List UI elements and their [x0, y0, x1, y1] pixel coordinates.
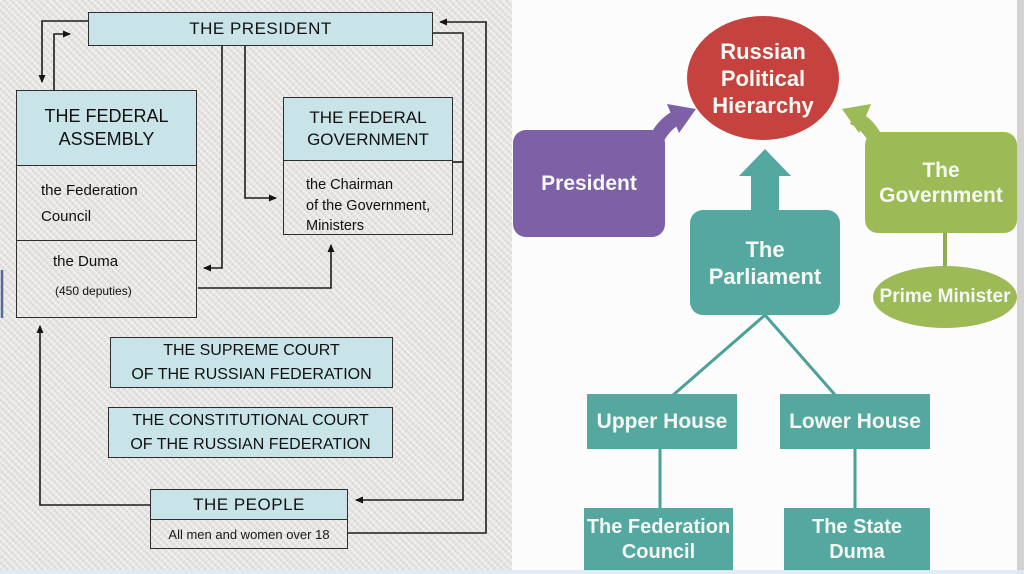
line-parliament-to-upper — [671, 313, 766, 398]
arrow-government-head-icon — [842, 104, 871, 133]
hierarchy-connectors — [643, 104, 947, 510]
arrow-president-head-icon — [667, 104, 696, 133]
node-upper-house: Upper House — [587, 394, 737, 449]
node-the-people: THE PEOPLE All men and women over 18 — [150, 489, 348, 549]
node-the-people-note: All men and women over 18 — [168, 527, 330, 542]
node-the-people-label: THE PEOPLE — [151, 490, 347, 520]
node-federal-assembly-title: THE FEDERAL ASSEMBLY — [17, 91, 196, 166]
node-federal-assembly: THE FEDERAL ASSEMBLY the Federation Coun… — [16, 90, 197, 318]
node-federal-government-title: THE FEDERAL GOVERNMENT — [284, 98, 452, 161]
node-title-circle: Russian Political Hierarchy — [687, 16, 839, 140]
arrow-people-to-president — [348, 18, 487, 534]
arrow-president-to-duma — [203, 46, 223, 272]
right-edge-strip — [1017, 0, 1024, 574]
node-duma: the Duma (450 deputies) — [17, 241, 196, 298]
arrow-duma-to-ministers — [198, 244, 335, 289]
node-parliament: The Parliament — [690, 210, 840, 315]
node-state-duma: The State Duma — [784, 508, 930, 571]
node-the-president-label: THE PRESIDENT — [189, 19, 332, 38]
node-supreme-court: THE SUPREME COURT OF THE RUSSIAN FEDERAT… — [110, 337, 393, 388]
node-government: The Government — [865, 132, 1017, 233]
node-chairman-ministers: the Chairman of the Government, Minister… — [306, 177, 431, 234]
arrow-parliament-up-icon — [739, 149, 791, 213]
bottom-edge-strip — [0, 570, 1024, 574]
node-federation-council: The Federation Council — [584, 508, 733, 571]
node-constitutional-court: THE CONSTITUTIONAL COURT OF THE RUSSIAN … — [108, 407, 393, 458]
node-duma-note: (450 deputies) — [55, 284, 132, 298]
arrow-people-to-assembly — [36, 325, 150, 506]
node-the-president: THE PRESIDENT — [88, 12, 433, 46]
node-prime-minister: Prime Minister — [873, 266, 1017, 328]
left-flowchart-panel: THE PRESIDENT THE FEDERAL ASSEMBLY the F… — [0, 0, 512, 574]
line-parliament-to-lower — [763, 314, 838, 397]
right-hierarchy-panel: Russian Political Hierarchy President Th… — [512, 0, 1024, 574]
arrow-president-to-chairman — [244, 46, 277, 202]
node-duma-label: the Duma — [53, 253, 119, 270]
arrow-assembly-to-president — [53, 30, 71, 90]
arrow-president-to-people — [355, 32, 464, 504]
flowchart-connector-arrows — [0, 18, 487, 534]
arrow-president-to-assembly — [38, 20, 88, 83]
node-federal-government: THE FEDERAL GOVERNMENT the Chairman of t… — [283, 97, 453, 235]
node-president: President — [513, 130, 665, 237]
node-federation-council: the Federation Council — [17, 166, 196, 241]
node-lower-house: Lower House — [780, 394, 930, 449]
